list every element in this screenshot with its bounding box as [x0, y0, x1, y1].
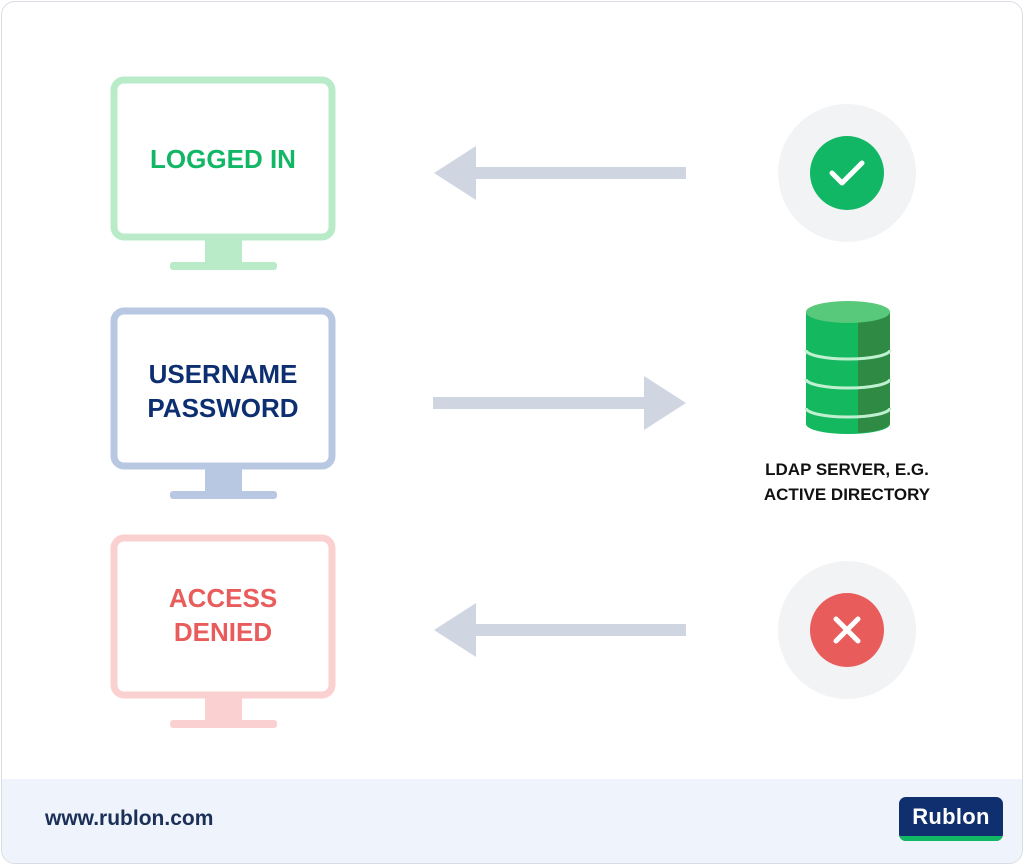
check-icon	[778, 104, 916, 242]
monitor-logged-in	[110, 76, 336, 270]
monitor-label-username: USERNAME	[148, 359, 298, 389]
database-icon	[804, 301, 892, 434]
monitor-label-password: PASSWORD	[147, 393, 299, 423]
x-icon	[778, 561, 916, 699]
diagram-canvas	[110, 76, 916, 728]
rublon-logo[interactable]: Rublon	[899, 797, 1003, 841]
server-label-line2: ACTIVE DIRECTORY	[763, 485, 931, 504]
arrow-left-top	[434, 146, 686, 200]
arrow-left-bottom	[434, 603, 686, 657]
footer: www.rublon.com Rublon	[2, 779, 1022, 863]
logo-stripe	[899, 836, 1003, 841]
footer-url-link[interactable]: www.rublon.com	[45, 807, 214, 830]
monitor-label-denied: DENIED	[173, 617, 273, 647]
server-label: LDAP SERVER, E.G. ACTIVE DIRECTORY	[727, 457, 967, 507]
monitor-credentials	[110, 307, 336, 499]
arrow-right-middle	[433, 376, 686, 430]
monitor-access-denied	[110, 534, 336, 728]
server-label-line1: LDAP SERVER, E.G.	[765, 460, 929, 479]
logo-text: Rublon	[912, 804, 990, 829]
monitor-label-logged-in: LOGGED IN	[150, 144, 296, 174]
monitor-label-access: ACCESS	[168, 583, 278, 613]
